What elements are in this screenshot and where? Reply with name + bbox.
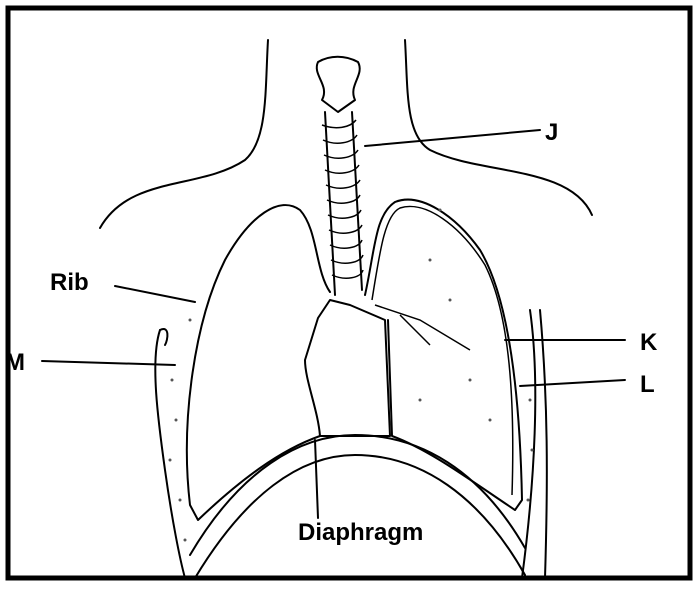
label-rib: Rib (50, 269, 89, 296)
left-lung (185, 204, 331, 521)
diaphragm-shape (189, 434, 526, 579)
right-lung (364, 198, 523, 511)
heart (304, 299, 391, 437)
diagram-frame (5, 5, 693, 581)
label-m: M (5, 349, 25, 376)
label-l: L (640, 371, 655, 398)
label-j: J (545, 119, 558, 146)
label-k: K (640, 329, 658, 356)
trachea (315, 55, 364, 296)
label-diaphragm: Diaphragm (298, 519, 423, 546)
label-lines (41, 129, 626, 519)
pleura-texture (168, 208, 534, 542)
body-outline (99, 39, 593, 579)
